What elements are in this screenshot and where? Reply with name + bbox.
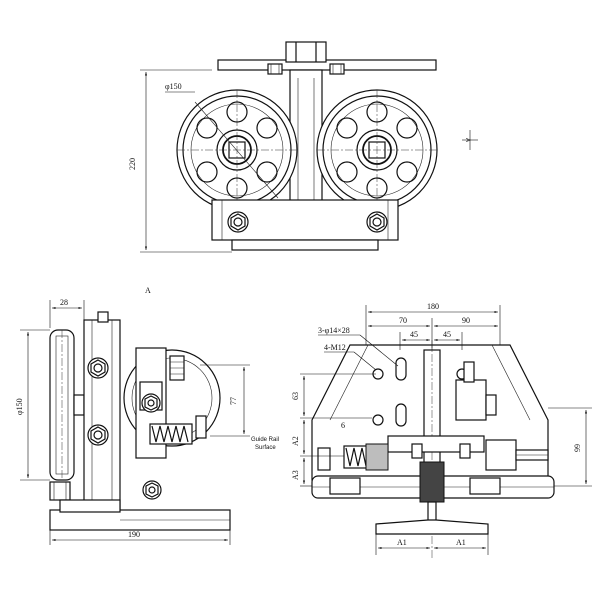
front-view: 180 70 90 45 45 3-φ14×28 4-M12 63 6 A2 [291,302,592,560]
side-nut-bottom [142,480,162,500]
top-bolt-right [329,63,345,75]
top-base-lower [231,239,379,251]
dim-77: 77 [229,397,238,405]
label-4-m12: 4-M12 [324,343,346,352]
top-nut-right [366,211,388,233]
front-guide-rail [375,461,489,535]
dim-99: 99 [573,444,582,452]
label-guide-rail-2: Surface [255,445,276,451]
dim-70: 70 [399,316,407,325]
dim-28: 28 [60,298,68,307]
label-3-phi14x28: 3-φ14×28 [318,326,350,335]
side-nut-lower [87,424,109,446]
top-center-block [285,41,327,63]
top-bolt-left [267,63,283,75]
dim-a1-right: A1 [456,538,466,547]
top-view: 220 φ150 A [128,41,478,253]
top-mounting-plate [217,59,437,71]
dim-a3: A3 [291,470,300,480]
dim-63: 63 [291,392,300,400]
front-m12-hole-2 [372,414,384,426]
dim-a1-left: A1 [397,538,407,547]
front-spring [343,443,389,471]
dim-45b: 45 [443,330,451,339]
label-guide-rail-1: Guide Rail [251,437,279,443]
view-label-a: A [145,286,151,295]
dim-180: 180 [427,302,439,311]
dim-45a: 45 [410,330,418,339]
side-spring [149,423,193,445]
dim-90: 90 [462,316,470,325]
side-view: 28 φ150 77 Guide Rail Surface 190 [15,298,279,545]
front-slot-upper [395,357,407,381]
dim-side-phi150: φ150 [15,398,24,415]
dim-6: 6 [341,421,345,430]
dim-top-phi150: φ150 [165,82,182,91]
top-right-wheel [316,89,438,211]
dim-220: 220 [128,158,137,170]
front-slot-lower [395,403,407,427]
side-frame-plate [83,319,121,511]
top-view-arrow-label: A [464,138,470,142]
dim-190: 190 [128,530,140,539]
side-nut-upper [87,357,109,379]
top-nut-left [227,211,249,233]
dim-a2: A2 [291,436,300,446]
top-left-wheel [176,89,298,211]
